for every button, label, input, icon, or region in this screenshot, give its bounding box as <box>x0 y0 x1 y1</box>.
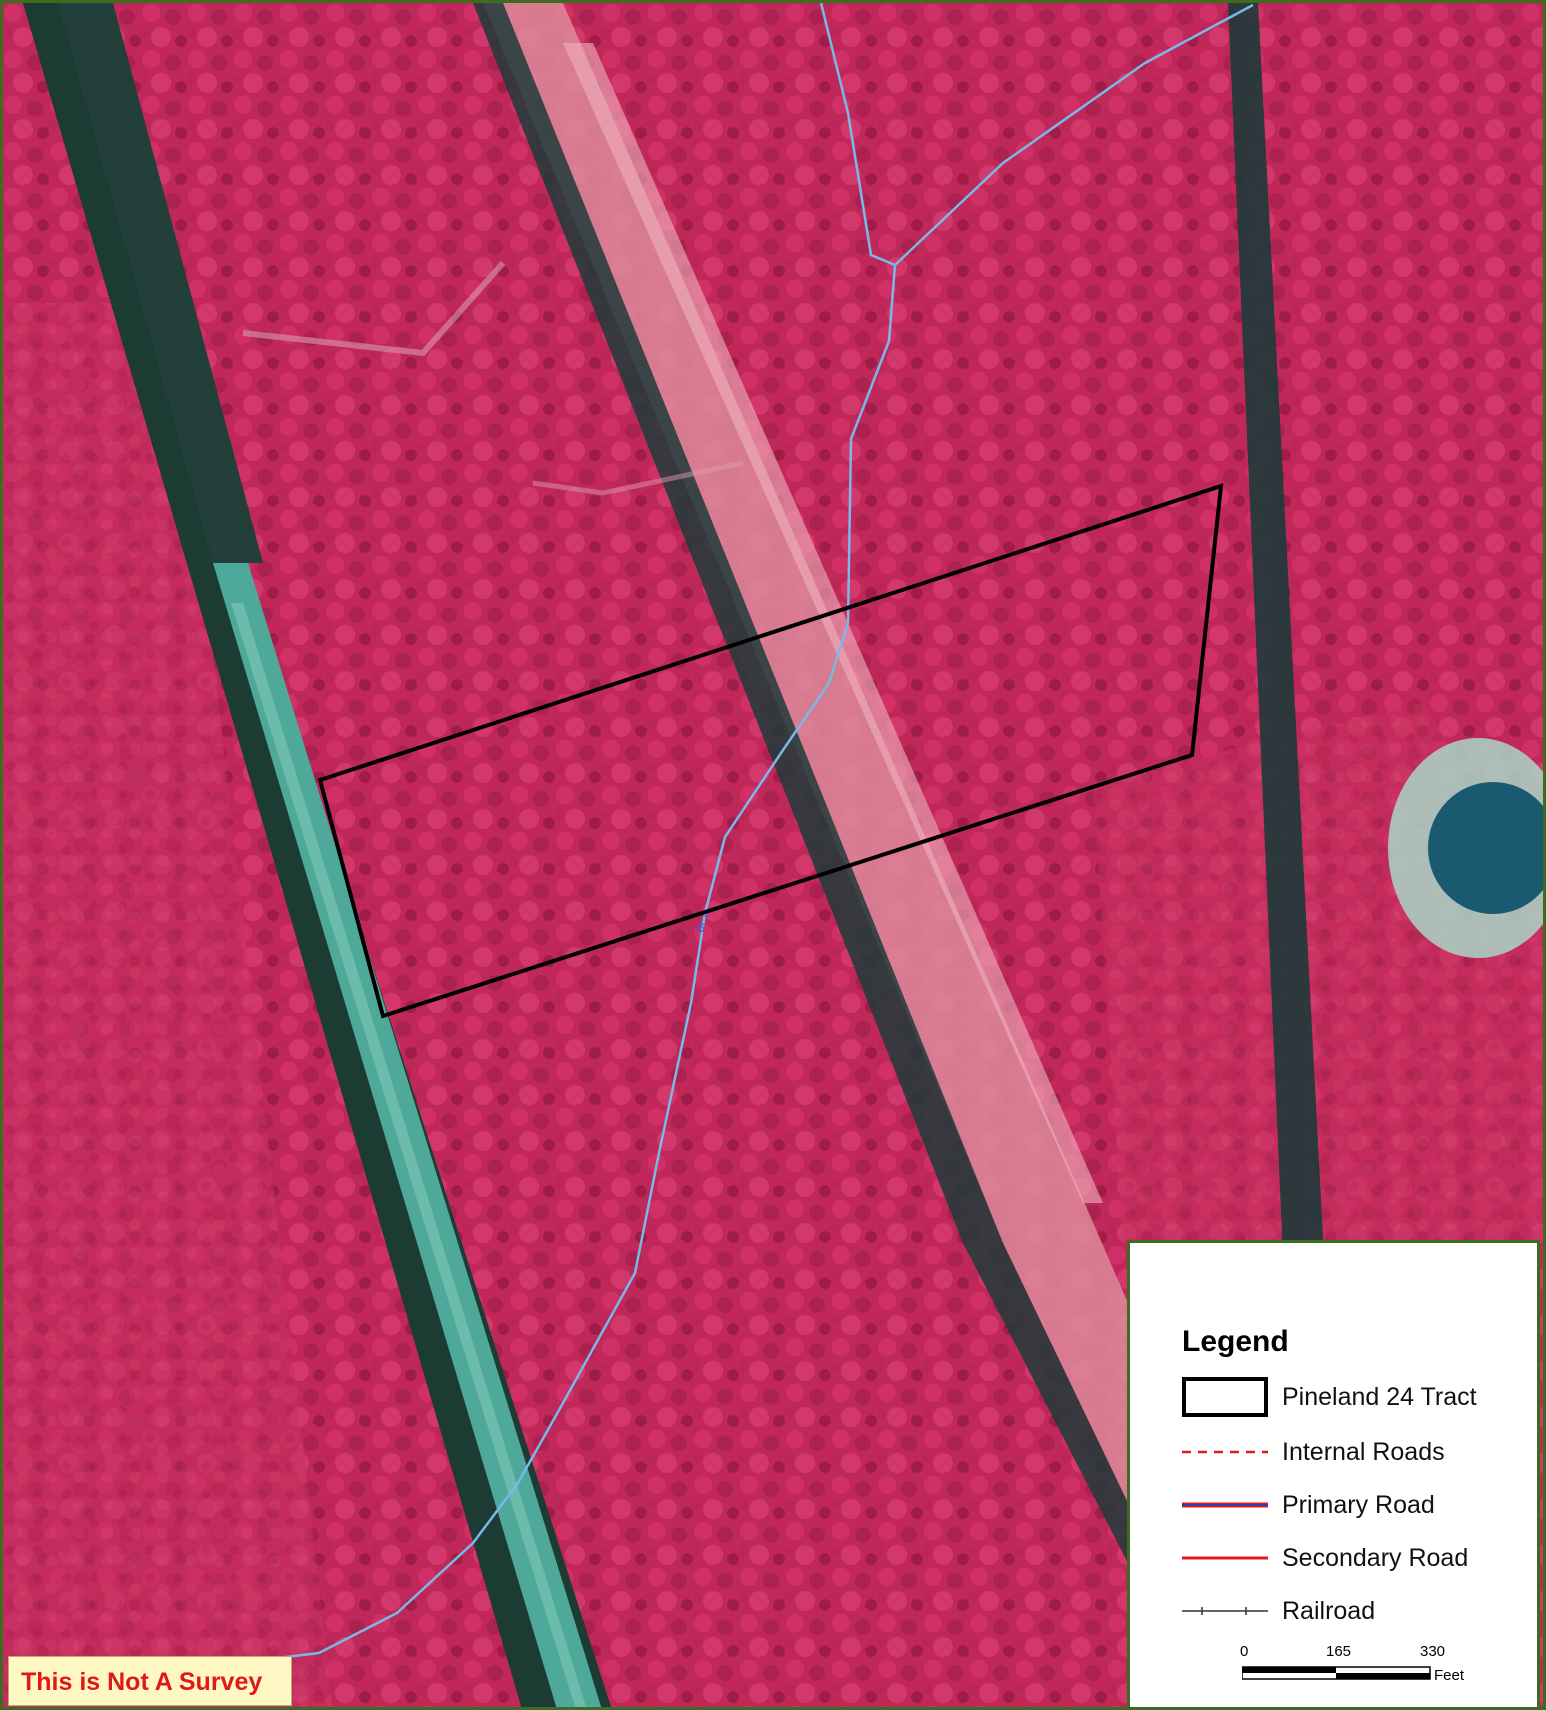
red-solid-line-icon <box>1182 1556 1268 1560</box>
legend-item-secondary-road: Secondary Road <box>1182 1536 1532 1580</box>
paved-road-center <box>231 603 587 1707</box>
legend-label-tract: Pineland 24 Tract <box>1282 1383 1477 1411</box>
legend-item-internal-roads: Internal Roads <box>1182 1430 1532 1474</box>
map-canvas: Br 1 <box>3 3 1543 1707</box>
legend-label-internal-roads: Internal Roads <box>1282 1438 1445 1466</box>
tract-outline-icon <box>1182 1377 1268 1417</box>
scale-unit: Feet <box>1434 1667 1465 1684</box>
stream-line <box>252 3 897 1663</box>
legend-label-primary-road: Primary Road <box>1282 1491 1435 1519</box>
legend-panel: Legend Pineland 24 Tract Internal Roads … <box>1127 1240 1540 1710</box>
legend-item-primary-road: Primary Road <box>1182 1483 1532 1527</box>
not-a-survey-notice: This is Not A Survey <box>8 1656 292 1706</box>
stream-branch <box>894 3 1254 266</box>
legend-item-tract: Pineland 24 Tract <box>1182 1375 1532 1419</box>
legend-label-secondary-road: Secondary Road <box>1282 1544 1469 1572</box>
road-shadow-left-top <box>58 3 263 563</box>
red-dashed-line-icon <box>1182 1450 1268 1454</box>
scale-tick-0: 0 <box>1240 1643 1249 1660</box>
scale-bar-graphic <box>1242 1666 1431 1680</box>
primary-road-line-icon <box>1182 1502 1268 1508</box>
railroad-line-icon <box>1182 1607 1268 1615</box>
scale-bar: 0 165 330 Feet <box>1240 1643 1464 1703</box>
stream-label: Br 1 <box>694 911 710 933</box>
legend-label-railroad: Railroad <box>1282 1597 1376 1625</box>
pineland-24-tract-boundary[interactable] <box>317 483 1224 1019</box>
forest-fine-texture-left <box>3 303 333 1707</box>
legend-title: Legend <box>1182 1325 1289 1358</box>
trail-1 <box>242 261 506 357</box>
scale-tick-165: 165 <box>1326 1643 1352 1660</box>
pond <box>1428 782 1543 914</box>
corridor-tree-shadow <box>473 3 1128 1563</box>
trail-2 <box>532 460 744 496</box>
corridor-edge-light <box>563 43 1103 1203</box>
legend-item-railroad: Railroad <box>1182 1589 1532 1633</box>
scale-tick-330: 330 <box>1420 1643 1446 1660</box>
notice-text: This is Not A Survey <box>21 1668 263 1696</box>
